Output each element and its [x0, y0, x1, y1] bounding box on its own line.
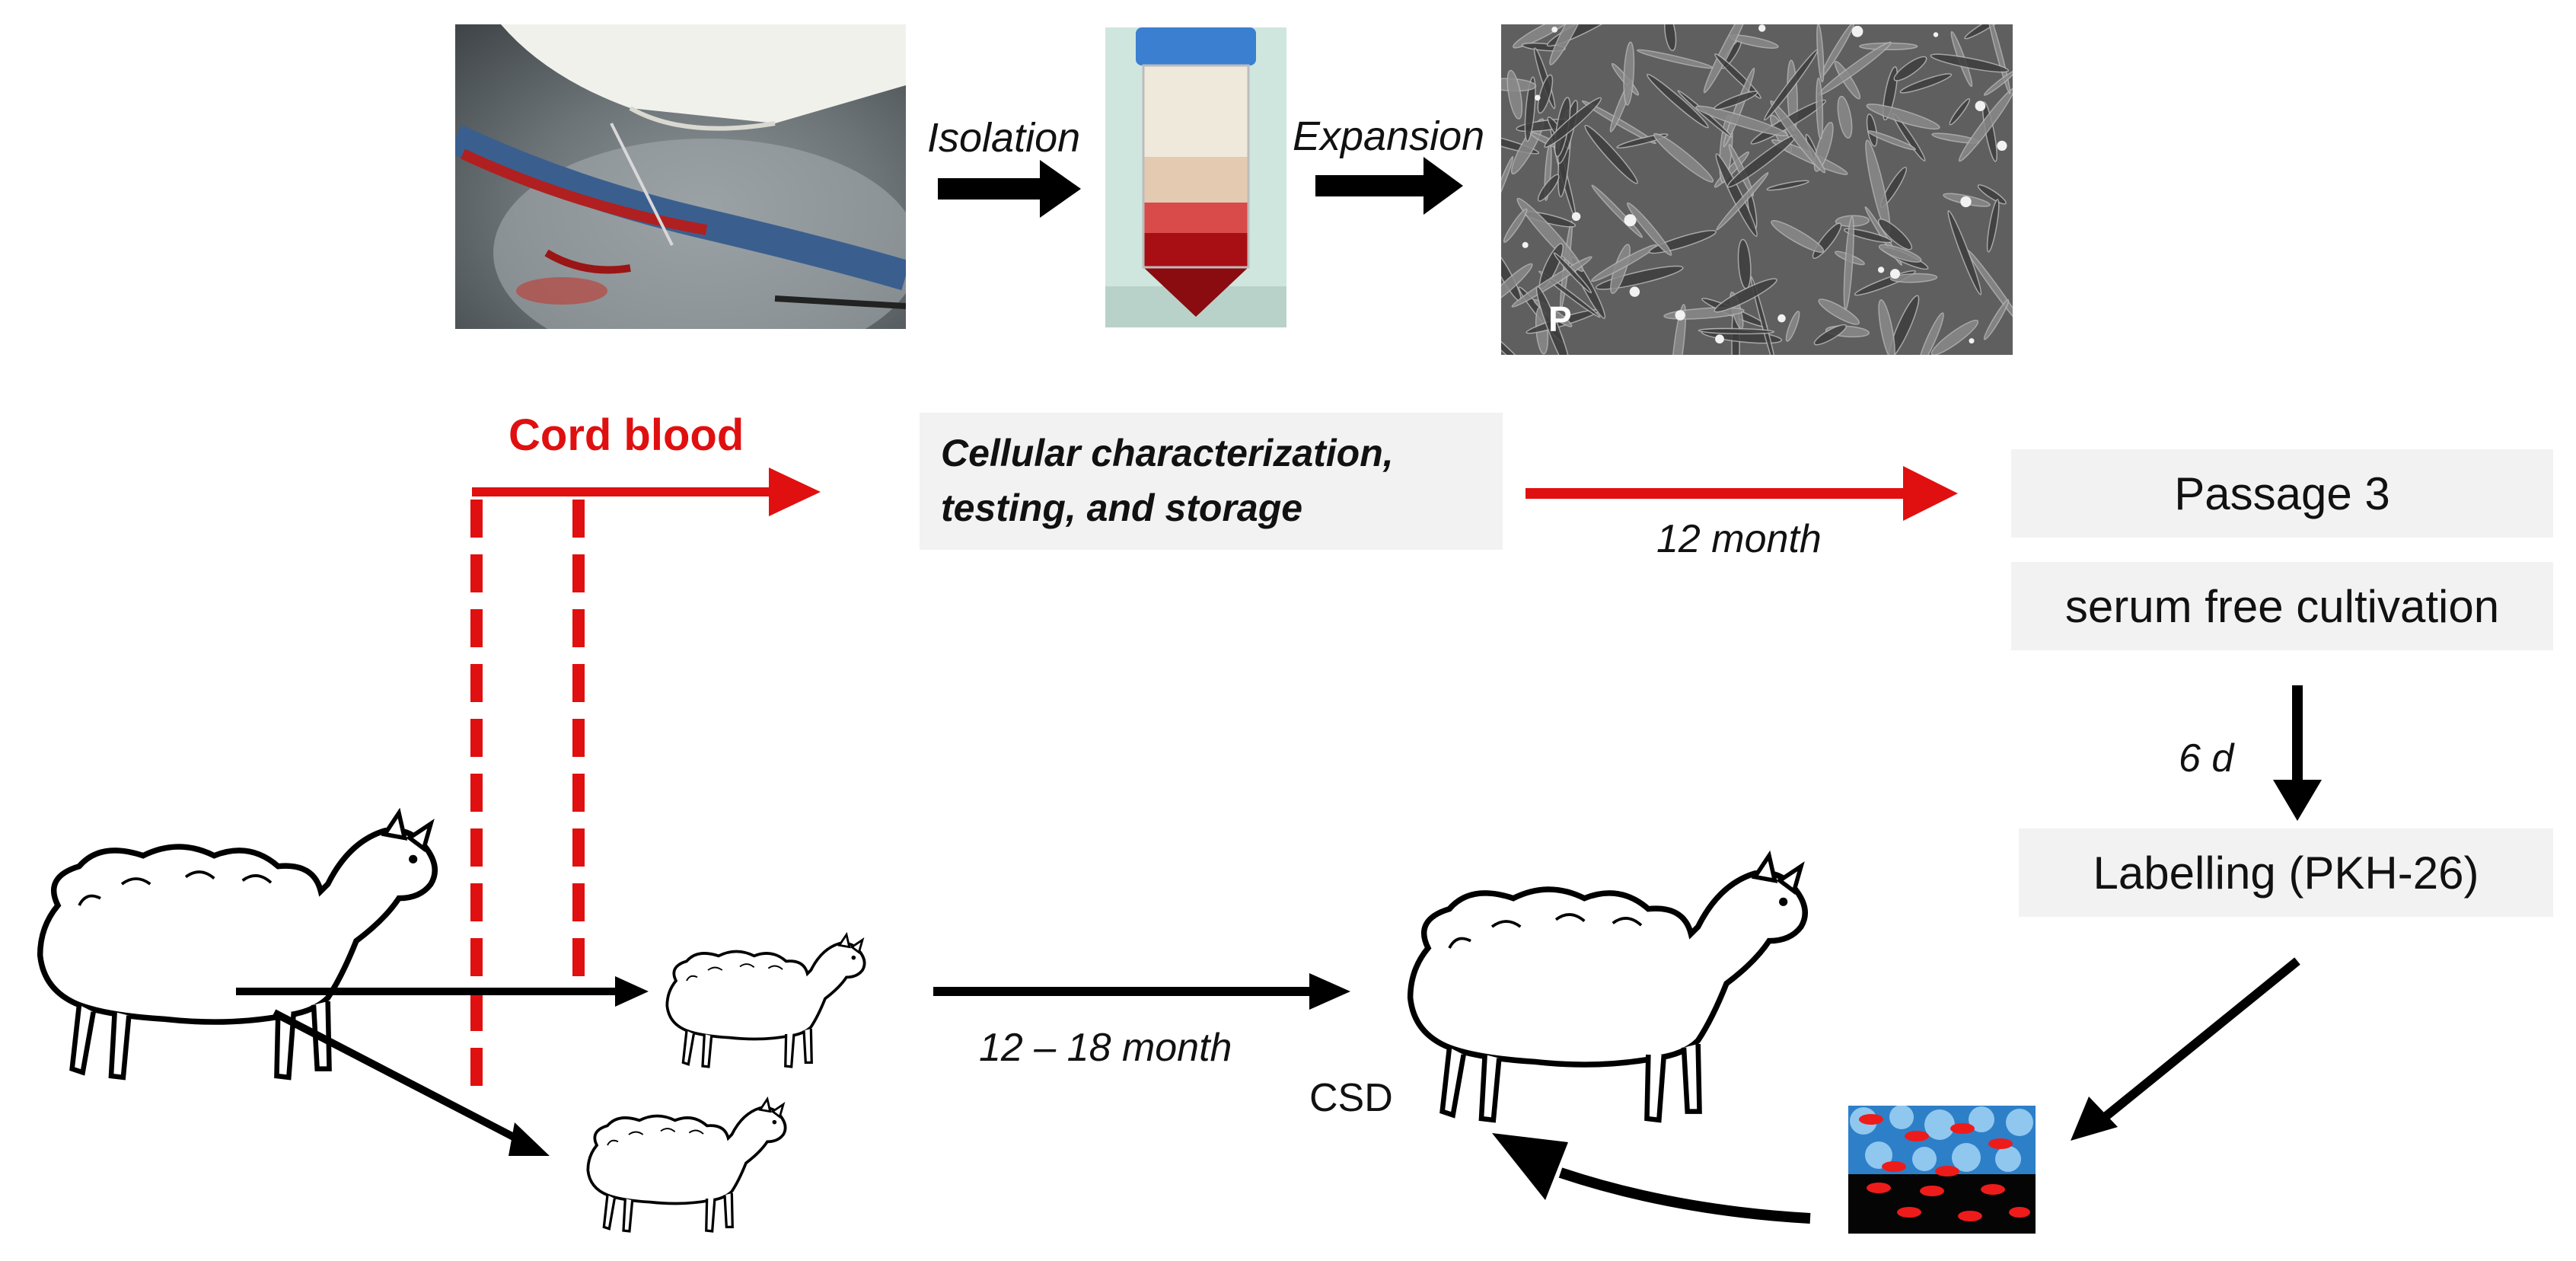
centrifuge-tube-photo: [1105, 27, 1286, 327]
characterization-line-1: Cellular characterization,: [941, 432, 1394, 474]
ewe-to-lamb-2-arrow: [272, 1009, 550, 1156]
expansion-label: Expansion: [1293, 113, 1485, 159]
storage-to-passage-arrow: [1526, 466, 1958, 521]
serum-free-cultivation-box: serum free cultivation: [2011, 562, 2553, 650]
duration-12-18-month-label: 12 – 18 month: [979, 1026, 1232, 1070]
labelling-to-cells-arrow: [2071, 957, 2300, 1141]
csd-recipient-sheep-icon: [1411, 856, 1806, 1120]
cord-blood-label: Cord blood: [509, 410, 744, 460]
characterization-line-2: testing, and storage: [941, 487, 1303, 529]
six-day-label: 6 d: [2179, 736, 2234, 781]
lamb-to-csd-arrow: [933, 973, 1350, 1010]
labelled-cells-image: [1848, 1106, 2036, 1234]
micrograph-panel-letter: P: [1548, 299, 1572, 339]
cord-collection-photo: [455, 24, 906, 329]
isolation-label: Isolation: [927, 115, 1081, 161]
expansion-arrow: [1315, 157, 1463, 215]
cord-blood-arrow: [472, 468, 821, 516]
cell-culture-micrograph: P: [1501, 24, 2013, 355]
ewe-sheep-icon: [40, 813, 435, 1077]
lamb-2-sheep-icon: [586, 1097, 787, 1233]
lamb-1-sheep-icon: [665, 933, 866, 1068]
cells-to-csd-arrow: [1492, 1133, 1811, 1224]
isolation-arrow: [938, 160, 1081, 218]
labelling-pkh26-box: Labelling (PKH-26): [2019, 828, 2553, 917]
passage-3-box: Passage 3: [2011, 449, 2553, 538]
duration-12-month-label: 12 month: [1656, 517, 1822, 561]
csd-label: CSD: [1309, 1076, 1393, 1120]
ewe-to-lamb-1-arrow: [236, 976, 649, 1007]
characterization-box: Cellular characterization, testing, and …: [920, 413, 1503, 550]
six-day-arrow: [2273, 685, 2322, 821]
